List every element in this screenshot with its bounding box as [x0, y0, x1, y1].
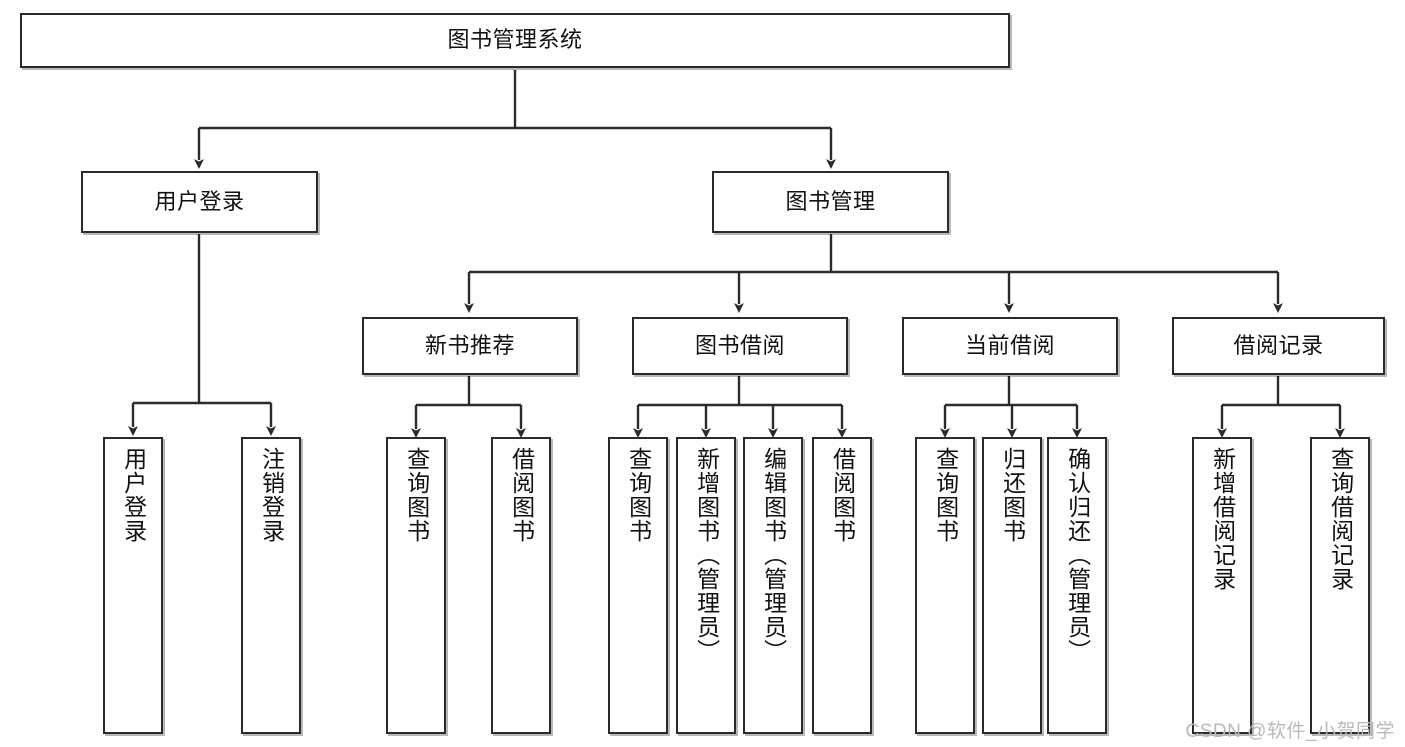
leaf-borrow-record-query-record[interactable]: 查询借阅记录 — [1310, 437, 1370, 734]
node-book-management[interactable]: 图书管理 — [712, 171, 949, 233]
node-label: 当前借阅 — [964, 332, 1055, 358]
node-user-login[interactable]: 用户登录 — [81, 171, 318, 233]
leaf-book-borrow-query-book[interactable]: 查询图书 — [608, 437, 668, 734]
node-label: 图书管理系统 — [447, 27, 583, 53]
node-book-borrow[interactable]: 图书借阅 — [632, 317, 848, 375]
leaf-new-book-borrow-book[interactable]: 借阅图书 — [491, 437, 551, 734]
node-label: 归还图书 — [999, 447, 1026, 543]
node-new-book-recommend[interactable]: 新书推荐 — [362, 317, 578, 375]
node-label: 新书推荐 — [424, 332, 515, 358]
node-label: 查询图书 — [932, 447, 959, 543]
node-label: 用户登录 — [154, 188, 245, 214]
node-label: 确认归还（管理员） — [1064, 447, 1091, 663]
leaf-user-login-login[interactable]: 用户登录 — [103, 437, 163, 734]
node-label: 图书管理 — [785, 188, 876, 214]
leaf-current-borrow-query-book[interactable]: 查询图书 — [915, 437, 975, 734]
node-label: 借阅图书 — [508, 447, 535, 543]
leaf-borrow-record-add-record[interactable]: 新增借阅记录 — [1192, 437, 1252, 734]
leaf-book-borrow-borrow-book[interactable]: 借阅图书 — [812, 437, 872, 734]
node-current-borrow[interactable]: 当前借阅 — [902, 317, 1118, 375]
leaf-book-borrow-add-book-admin[interactable]: 新增图书（管理员） — [676, 437, 736, 734]
node-root-book-management-system[interactable]: 图书管理系统 — [20, 13, 1010, 68]
node-label: 查询图书 — [403, 447, 430, 543]
node-label: 查询借阅记录 — [1327, 447, 1354, 591]
node-label: 借阅图书 — [829, 447, 856, 543]
node-label: 查询图书 — [625, 447, 652, 543]
node-label: 借阅记录 — [1233, 332, 1324, 358]
leaf-current-borrow-return-book[interactable]: 归还图书 — [982, 437, 1042, 734]
leaf-current-borrow-confirm-return-admin[interactable]: 确认归还（管理员） — [1047, 437, 1107, 734]
node-label: 编辑图书（管理员） — [760, 447, 787, 663]
node-borrow-record[interactable]: 借阅记录 — [1172, 317, 1385, 375]
leaf-book-borrow-edit-book-admin[interactable]: 编辑图书（管理员） — [743, 437, 803, 734]
node-label: 用户登录 — [120, 447, 147, 543]
leaf-user-login-logout[interactable]: 注销登录 — [241, 437, 301, 734]
node-label: 新增图书（管理员） — [693, 447, 720, 663]
node-label: 注销登录 — [258, 447, 285, 543]
node-label: 图书借阅 — [694, 332, 785, 358]
node-label: 新增借阅记录 — [1209, 447, 1236, 591]
leaf-new-book-query-book[interactable]: 查询图书 — [386, 437, 446, 734]
